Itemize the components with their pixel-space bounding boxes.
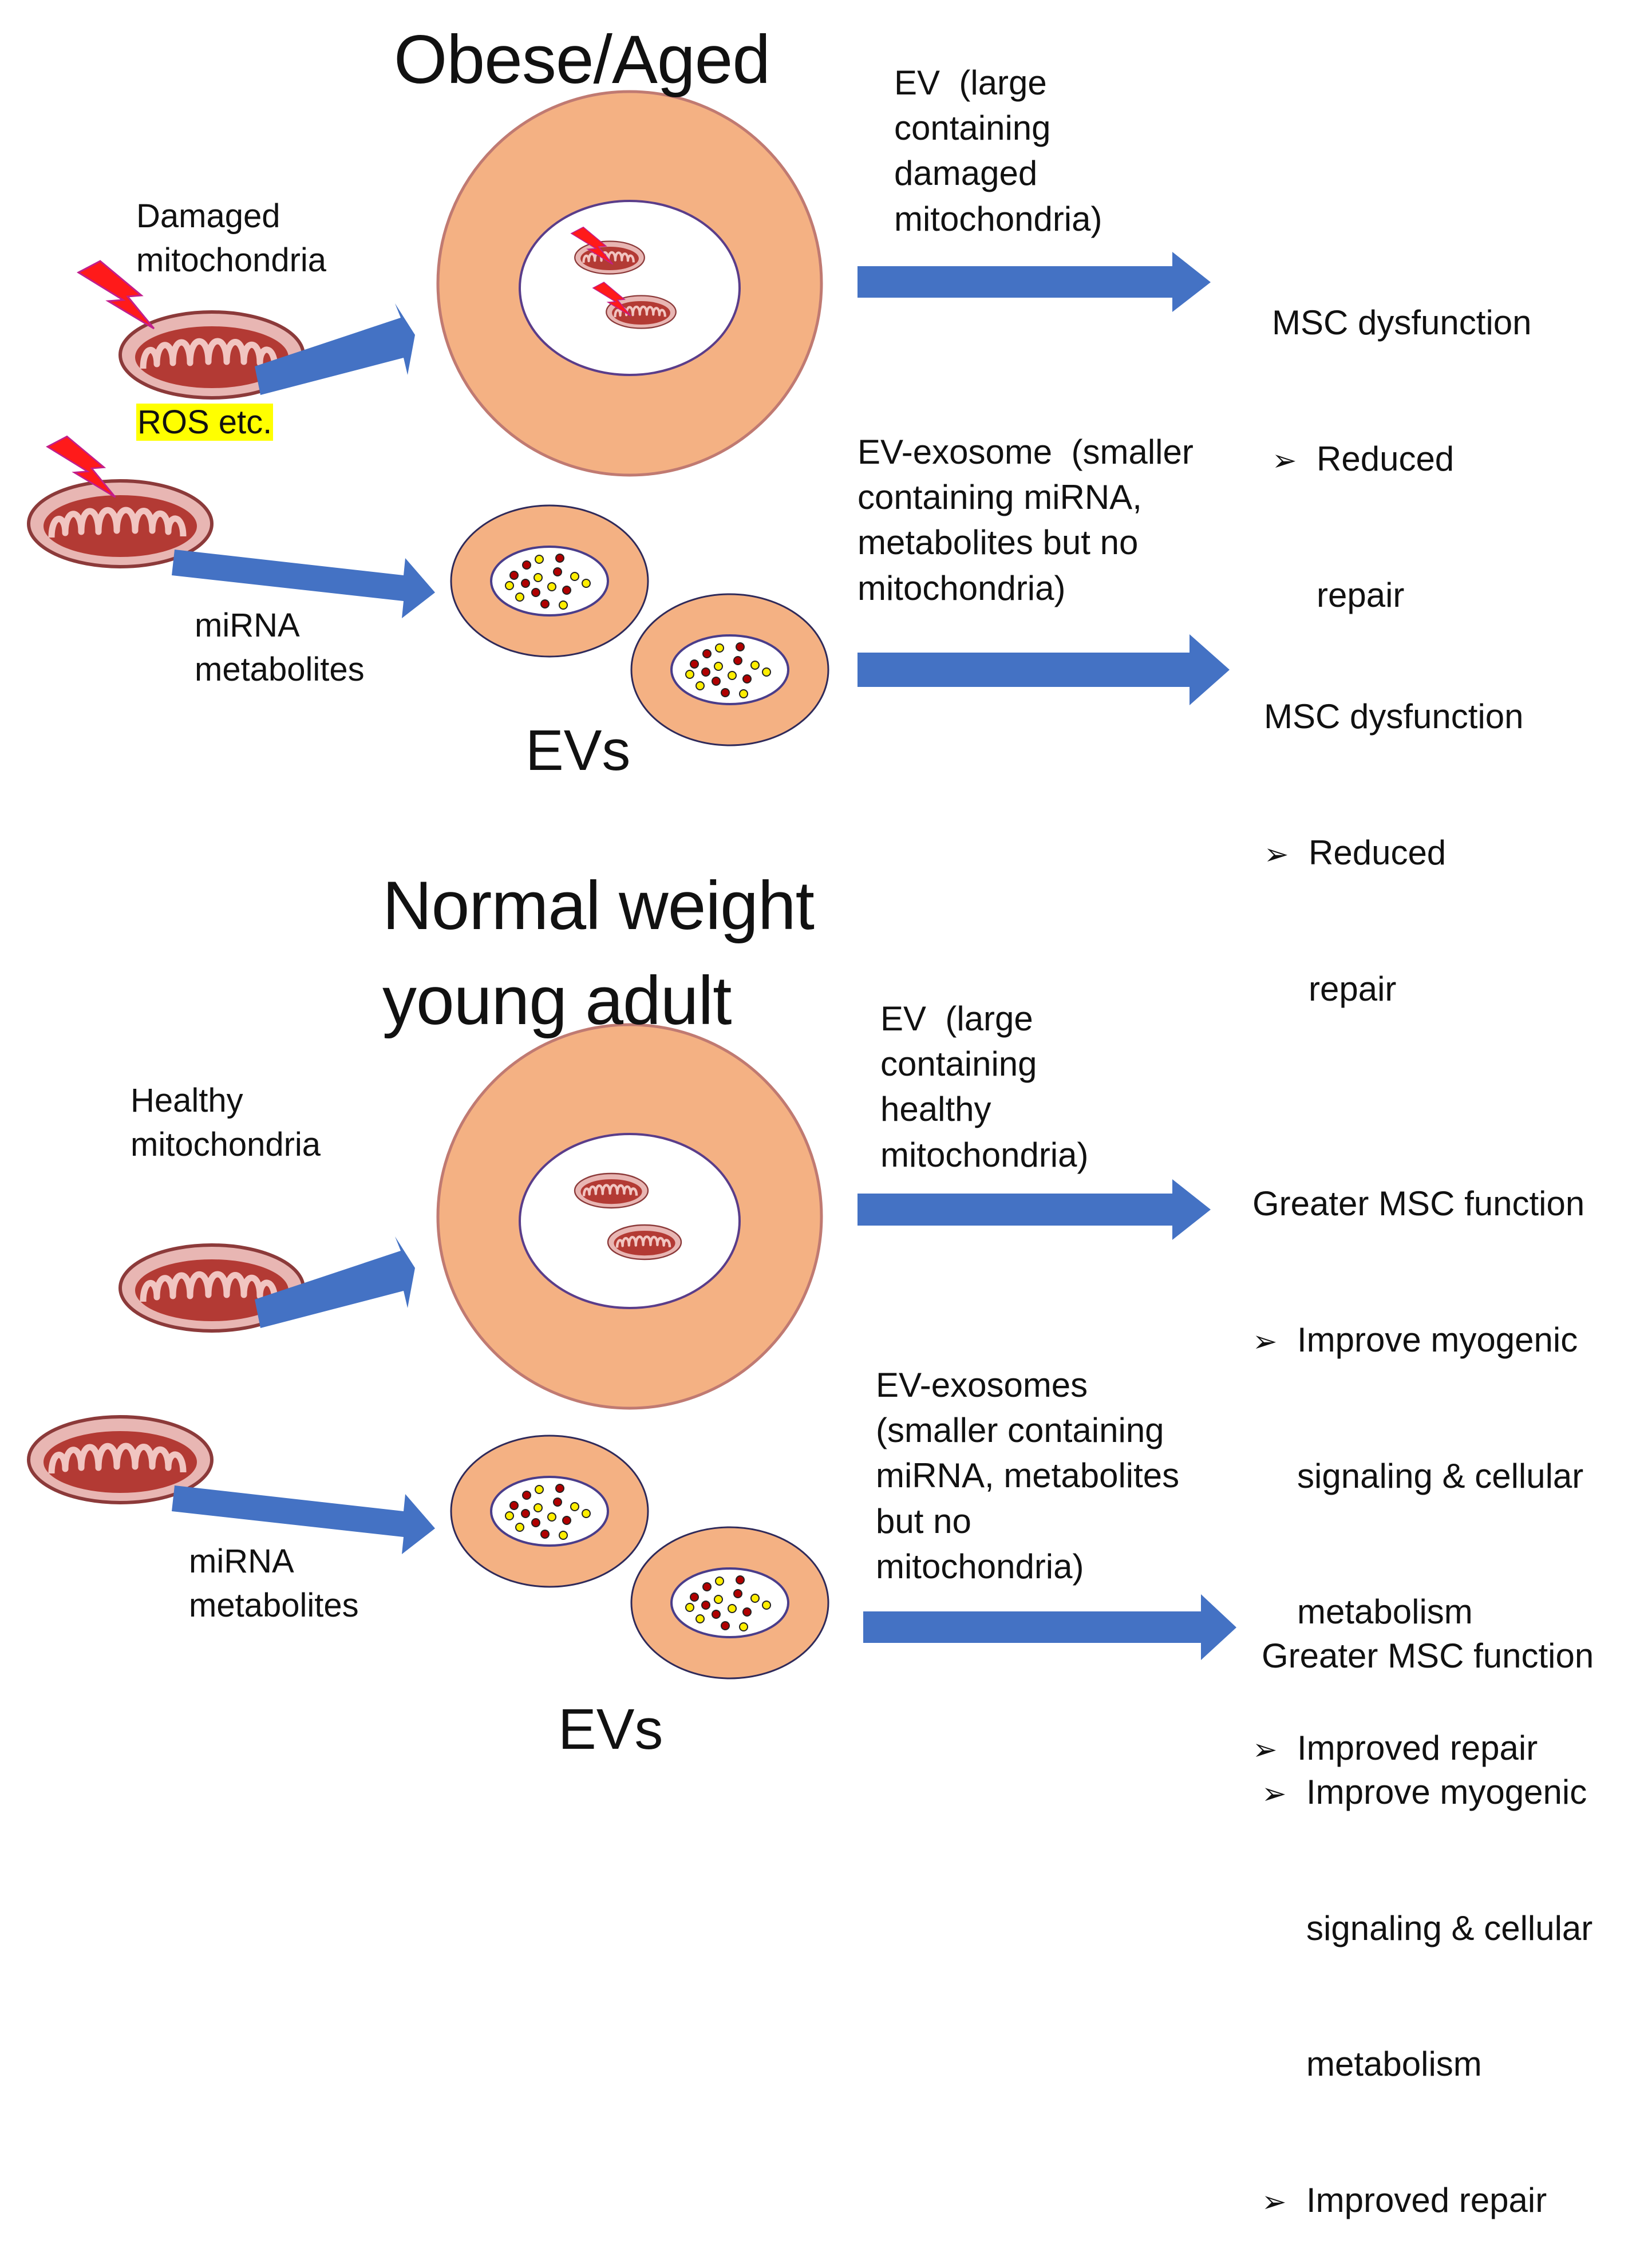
- desc-line: containing miRNA,: [857, 478, 1142, 517]
- outcome-greater-msc-function: Greater MSC function ➢ Improve myogenic s…: [1252, 1090, 1584, 1816]
- title-line: Normal weight: [382, 867, 815, 944]
- ev-exosome-description: EV-exosomes (smaller containing miRNA, met…: [876, 1362, 1179, 1589]
- arrow-right-icon: [857, 252, 1211, 312]
- large-ev-vesicle-icon: [438, 1025, 821, 1408]
- outcome-greater-msc-function: Greater MSC function ➢ Improve myogenic s…: [1262, 1543, 1594, 2268]
- desc-line: mitochondria): [876, 1547, 1084, 1586]
- bullet-text: signaling & cellular: [1306, 1909, 1593, 1947]
- outcome-bullet: ➢ Improve myogenic: [1262, 1769, 1594, 1815]
- small-ev-exosome-icon: [450, 504, 649, 658]
- small-ev-exosome-icon: [450, 1435, 649, 1588]
- ev-large-description: EV (large containing healthy mitochondria): [880, 996, 1089, 1178]
- arrow-right-icon: [172, 550, 435, 618]
- inner-healthy-mitochondrion-icon: [575, 1173, 648, 1208]
- evs-label: EVs: [525, 718, 631, 783]
- arrow-right-icon: [255, 1236, 415, 1328]
- bullet-text: repair: [1317, 575, 1405, 614]
- inner-damaged-mitochondrion-icon: [575, 242, 645, 274]
- desc-line: (smaller containing: [876, 1411, 1164, 1450]
- outcome-bullet: ➢ Reduced: [1272, 436, 1532, 481]
- arrow-right-icon: [857, 634, 1230, 705]
- damaged-mitochondria-label: Damaged mitochondria: [136, 195, 326, 282]
- bullet-arrowhead-icon: ➢: [1252, 1732, 1278, 1767]
- label-line: metabolites: [195, 650, 365, 688]
- desc-line: but no: [876, 1502, 971, 1540]
- bullet-text: Improved repair: [1297, 1728, 1538, 1767]
- title-line: young adult: [382, 962, 732, 1039]
- bullet-text: Improve myogenic: [1306, 1772, 1587, 1811]
- arrow-right-icon: [857, 1179, 1211, 1240]
- outcome-bullet: ➢ Improved repair: [1252, 1725, 1584, 1771]
- mirna-metabolites-label: miRNA metabolites: [195, 604, 365, 692]
- ros-highlight: ROS etc.: [136, 404, 274, 441]
- bullet-text: Improve myogenic: [1297, 1320, 1578, 1359]
- arrow-right-icon: [863, 1594, 1236, 1660]
- large-ev-vesicle-icon: [438, 92, 821, 475]
- evs-label: EVs: [558, 1697, 663, 1761]
- arrow-right-icon: [255, 303, 415, 395]
- arrow-right-icon: [172, 1485, 435, 1554]
- small-ev-exosome-icon: [630, 1526, 829, 1680]
- bullet-text: Reduced: [1309, 833, 1447, 872]
- ev-large-description: EV (large containing damaged mitochondria): [894, 60, 1102, 242]
- bullet-arrowhead-icon: ➢: [1252, 1324, 1278, 1359]
- bullet-text: Improved repair: [1306, 2180, 1547, 2219]
- desc-line: EV (large: [880, 999, 1033, 1038]
- desc-line: EV (large: [894, 64, 1047, 102]
- bullet-arrowhead-icon: ➢: [1262, 1776, 1287, 1811]
- mirna-metabolites-label: miRNA metabolites: [189, 1540, 359, 1627]
- desc-line: metabolites but no: [857, 523, 1139, 562]
- bullet-text: Reduced: [1317, 439, 1455, 478]
- diagram-canvas: [0, 0, 1236, 1680]
- ros-label: ROS etc.: [136, 401, 274, 445]
- desc-line: miRNA, metabolites: [876, 1456, 1180, 1495]
- inner-healthy-mitochondrion-icon: [608, 1225, 681, 1259]
- desc-line: mitochondria): [894, 199, 1102, 238]
- outcome-msc-dysfunction: MSC dysfunction ➢ Reduced repair: [1272, 210, 1532, 663]
- bullet-arrowhead-icon: ➢: [1264, 837, 1289, 872]
- outcome-heading: MSC dysfunction: [1264, 697, 1524, 736]
- desc-line: damaged: [894, 154, 1038, 193]
- desc-line: EV-exosomes: [876, 1366, 1088, 1404]
- outcome-heading: MSC dysfunction: [1272, 303, 1532, 342]
- outcome-msc-dysfunction: MSC dysfunction ➢ Reduced repair: [1264, 603, 1524, 1057]
- desc-line: containing: [880, 1045, 1037, 1084]
- bullet-arrowhead-icon: ➢: [1272, 443, 1297, 478]
- outcome-bullet: ➢ Improved repair: [1262, 2178, 1594, 2223]
- top-panel: [29, 92, 1230, 746]
- outcome-heading: Greater MSC function: [1262, 1637, 1594, 1676]
- bullet-text: metabolism: [1297, 1593, 1473, 1631]
- bullet-text: metabolism: [1306, 2045, 1482, 2084]
- label-line: miRNA: [195, 607, 300, 644]
- label-line: Healthy: [131, 1082, 243, 1119]
- bullet-text: signaling & cellular: [1297, 1456, 1584, 1495]
- desc-line: mitochondria): [857, 568, 1066, 607]
- bottom-title: Normal weight young adult: [382, 859, 815, 1048]
- outcome-heading: Greater MSC function: [1252, 1184, 1585, 1223]
- outcome-bullet: ➢ Improve myogenic: [1252, 1317, 1584, 1362]
- bottom-panel: [29, 1025, 1236, 1680]
- desc-line: mitochondria): [880, 1135, 1089, 1174]
- desc-line: containing: [894, 109, 1051, 148]
- top-title: Obese/Aged: [394, 21, 770, 98]
- ev-exosome-description: EV-exosome (smaller containing miRNA, meta…: [857, 429, 1194, 611]
- label-line: mitochondria: [136, 241, 327, 279]
- label-line: Damaged: [136, 197, 280, 235]
- desc-line: healthy: [880, 1090, 991, 1129]
- healthy-mitochondria-label: Healthy mitochondria: [131, 1079, 321, 1167]
- bullet-text: repair: [1309, 969, 1397, 1008]
- small-ev-exosome-icon: [630, 593, 829, 746]
- desc-line: EV-exosome (smaller: [857, 433, 1194, 471]
- bullet-arrowhead-icon: ➢: [1262, 2184, 1287, 2219]
- outcome-bullet: ➢ Reduced: [1264, 830, 1524, 875]
- label-line: metabolites: [189, 1586, 359, 1624]
- label-line: mitochondria: [131, 1125, 321, 1163]
- label-line: miRNA: [189, 1543, 294, 1580]
